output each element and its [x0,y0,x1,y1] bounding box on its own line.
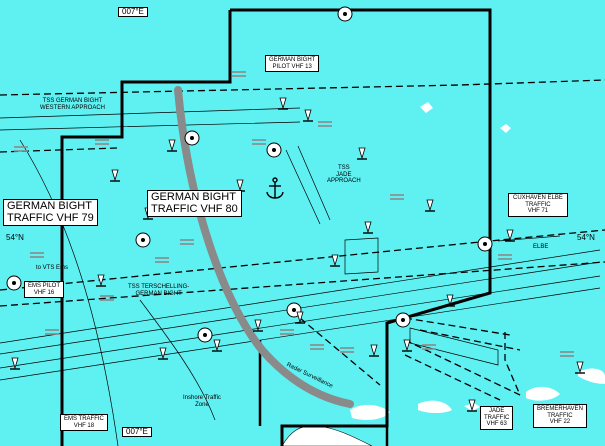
ship-icon [370,344,378,357]
vts-box-line: BREMERHAVEN [537,406,583,412]
parallel-label-right: 54°N [577,233,595,242]
label-line: TSS TERSCHELLING- [128,284,190,290]
label-to-vts-ems: to VTS Ems [36,265,69,271]
buoy-light-icon [483,242,487,246]
ship-icon [168,139,176,152]
coast-islet-3 [500,124,511,133]
ship-icon [11,357,19,370]
ship-icon [296,311,304,324]
parallel-label-left: 54°N [6,233,24,242]
ship-markers [10,97,585,412]
label-tss-gb-western: TSS GERMAN BIGHT WESTERN APPROACH [40,98,105,111]
ship-icon [358,147,366,160]
buoy-markers [6,6,493,343]
ship-icon [254,319,262,332]
vts-box-line: GERMAN BIGHT [269,57,316,63]
label-line: TSS GERMAN BIGHT [42,98,103,104]
ship-icon [403,339,411,352]
dashed-lines [0,79,605,401]
label-line: WESTERN APPROACH [40,104,106,111]
vts-box-german-bight-80: GERMAN BIGHT TRAFFIC VHF 80 [147,190,242,218]
vts-box-line: VHF 16 [33,289,55,296]
vts-box-line: VHF 63 [486,421,507,428]
vts-box-line: VHF 22 [549,419,571,426]
vts-box-line: PILOT VHF 13 [272,63,312,70]
vts-box-line: GERMAN BIGHT [151,191,236,203]
vts-box-german-bight-79: GERMAN BIGHT TRAFFIC VHF 79 [3,199,98,227]
tss-lanes [0,107,601,446]
vts-box-cuxhaven-elbe: CUXHAVEN ELBE TRAFFIC VHF 71 [508,193,568,217]
vts-boundary-south [258,340,389,446]
vts-box-line: GERMAN BIGHT [7,200,92,212]
ship-icon [97,274,105,287]
vts-box-line: EMS PILOT [28,283,61,289]
radar-coverage-arc [174,86,354,408]
ship-icon [506,229,514,242]
vts-box-line: TRAFFIC [484,414,510,421]
vts-box-ems-traffic: EMS TRAFFIC VHF 18 [60,414,108,432]
vts-box-line: VHF 18 [73,422,95,429]
vts-box-line: TRAFFIC [547,412,573,419]
meridian-label-top: 007°E [118,7,148,18]
vts-box-line: JADE [489,408,505,414]
buoy-light-icon [141,238,145,242]
meridian-label-bottom: 007°E [122,427,152,438]
label-tss-terschelling: TSS TERSCHELLING- GERMAN BIGHT [128,284,189,297]
vts-box-german-bight-pilot: GERMAN BIGHT PILOT VHF 13 [265,55,320,73]
label-tss-jade: TSS JADE APPROACH [327,165,361,185]
buoy-light-icon [12,281,16,285]
vts-boundary-80 [60,8,492,446]
ship-icon [111,169,119,182]
buoy-light-icon [190,136,194,140]
anchorage-icon [266,177,284,199]
vts-box-line: CUXHAVEN ELBE [513,195,563,201]
vts-box-ems-pilot: EMS PILOT VHF 16 [24,281,65,299]
label-line: TSS [338,165,350,171]
vts-box-bremerhaven-traffic: BREMERHAVEN TRAFFIC VHF 22 [533,404,587,428]
buoy-light-icon [203,333,207,337]
coast-island-2 [418,400,452,413]
ship-icon [213,339,221,352]
buoy-light-icon [343,12,347,16]
coast-island-1 [350,404,390,420]
buoy-light-icon [292,308,296,312]
ship-icon [364,221,372,234]
ship-icon [159,347,167,360]
coast-island-3 [526,386,560,401]
ship-icon [446,294,454,307]
coast-landmass [281,425,373,446]
label-elbe: ELBE [533,244,549,250]
coast-island-4 [578,368,605,384]
vts-box-jade-traffic: JADE TRAFFIC VHF 63 [480,406,514,430]
ship-icon [304,109,312,122]
sector-dash-marks [14,71,574,357]
vts-box-line: TRAFFIC VHF 79 [7,211,94,224]
buoy-light-icon [401,318,405,322]
label-line: GERMAN BIGHT [135,290,182,297]
label-line: Inshore Traffic [183,395,221,401]
ship-icon [236,179,244,192]
label-line: JADE [336,171,352,178]
vts-box-line: VHF 71 [527,208,549,215]
vts-box-line: TRAFFIC [525,201,551,208]
ship-icon [426,199,434,212]
ship-icon [468,399,476,412]
label-line: APPROACH [327,178,361,185]
coast-islet-2 [420,102,433,113]
vts-box-line: TRAFFIC VHF 80 [151,202,238,215]
ship-icon [331,254,339,267]
ship-icon [576,361,584,374]
label-inshore-zone: Inshore Traffic Zone [183,395,221,408]
buoy-light-icon [272,148,276,152]
label-line: Zone [195,401,209,408]
ship-icon [279,97,287,110]
vts-box-line: EMS TRAFFIC [64,416,104,422]
